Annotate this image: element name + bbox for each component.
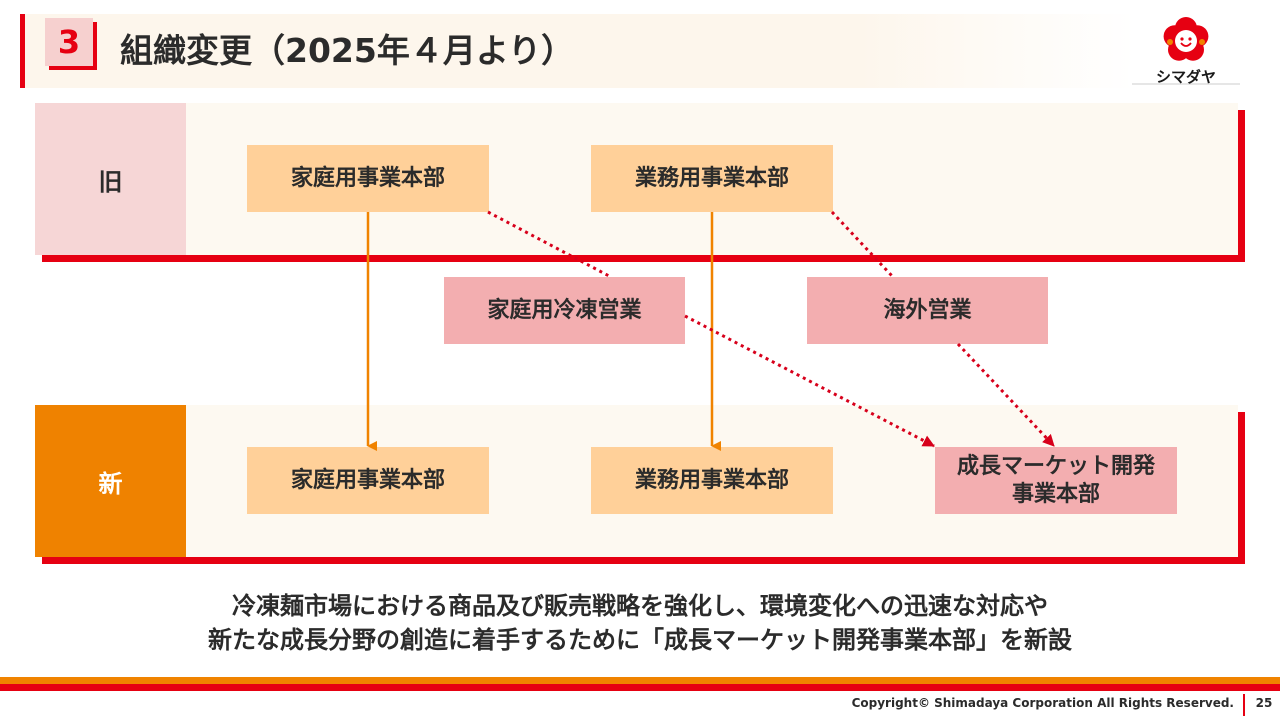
frozen-to-growth-dotted-arrow	[684, 314, 935, 448]
header-band	[25, 14, 1135, 88]
old-panel-label: 旧	[35, 103, 186, 255]
overseas-to-growth-dotted-arrow	[956, 342, 1056, 448]
logo-text: シマダヤ	[1156, 68, 1216, 86]
new-home-use-division: 家庭用事業本部	[247, 447, 489, 514]
company-logo: シマダヤ	[1128, 12, 1244, 86]
page-number-separator	[1243, 694, 1245, 716]
caption-line-2: 新たな成長分野の創造に着手するために「成長マーケット開発事業本部」を新設	[208, 626, 1072, 654]
page-title: 組織変更（2025年４月より）	[120, 31, 575, 70]
footer-orange-stripe	[0, 677, 1280, 684]
business-to-overseas-dotted-line	[830, 210, 895, 279]
section-number: 3	[45, 18, 93, 66]
header-accent-bar	[20, 14, 25, 88]
home-frozen-sales-unit: 家庭用冷凍営業	[444, 277, 685, 344]
caption-line-1: 冷凍麺市場における商品及び販売戦略を強化し、環境変化への迅速な対応や	[232, 592, 1048, 620]
overseas-sales-unit: 海外営業	[807, 277, 1048, 344]
new-growth-market-division: 成長マーケット開発 事業本部	[935, 447, 1177, 514]
page-number: 25	[1255, 696, 1273, 710]
old-home-use-division: 家庭用事業本部	[247, 145, 489, 212]
new-growth-market-line1: 成長マーケット開発	[956, 454, 1155, 479]
shimadaya-logo-icon: シマダヤ	[1128, 17, 1244, 86]
old-business-use-division: 業務用事業本部	[591, 145, 833, 212]
copyright-text: Copyright© Shimadaya Corporation All Rig…	[851, 696, 1234, 710]
footer-red-stripe	[0, 684, 1280, 691]
new-business-use-division: 業務用事業本部	[591, 447, 833, 514]
home-to-frozen-dotted-line	[487, 210, 612, 279]
new-panel-label: 新	[35, 405, 186, 557]
new-growth-market-line2: 事業本部	[1011, 481, 1100, 507]
